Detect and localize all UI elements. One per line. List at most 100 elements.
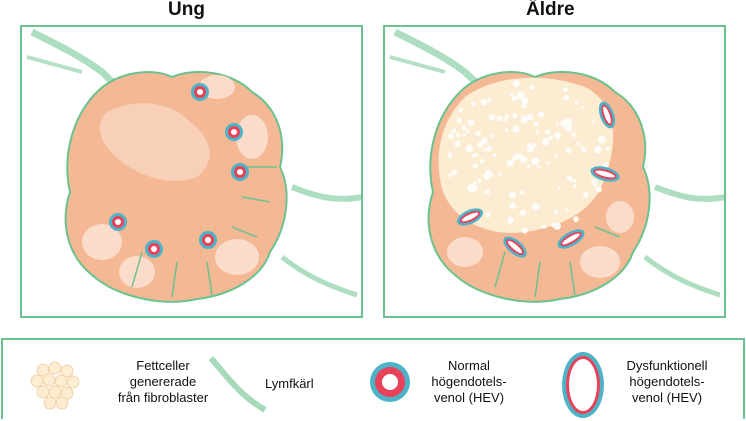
fat-cell-dot xyxy=(470,101,476,107)
legend-normal-hev-label: Normal högendotels- venol (HEV) xyxy=(431,358,507,405)
fat-cell-dot xyxy=(509,191,517,199)
fat-cell-dot xyxy=(545,129,550,135)
fat-cell-dot xyxy=(479,158,485,164)
fat-cell-dot xyxy=(507,217,514,224)
fat-cell-dot xyxy=(564,124,573,132)
fat-cell-dot xyxy=(511,95,518,102)
fat-cell-dot xyxy=(488,114,496,121)
old-hev-2 xyxy=(590,166,620,182)
fat-cell-dot xyxy=(472,163,478,169)
panel-young xyxy=(20,25,363,318)
fat-cell-dot xyxy=(485,211,491,218)
fat-cell-dot xyxy=(467,119,475,126)
fat-cell-dot xyxy=(573,216,579,223)
fat-cell-dot xyxy=(493,153,497,157)
fat-cell-dot xyxy=(574,100,579,105)
young-hev-6 xyxy=(199,231,217,249)
fat-cell-dot xyxy=(448,133,455,139)
fat-cell-dot xyxy=(542,137,550,145)
fat-cell-dot xyxy=(597,135,606,144)
fat-cell-dot xyxy=(519,155,528,164)
fat-cell-dot xyxy=(448,173,453,177)
old-lymph-node-illustration xyxy=(389,28,726,303)
fat-cell-dot xyxy=(481,137,488,145)
fat-cell-dot xyxy=(447,152,453,158)
fat-cell-dot xyxy=(509,93,514,97)
legend-icons xyxy=(30,352,604,418)
fat-cell-dot xyxy=(477,142,484,148)
title-young: Ung xyxy=(168,0,205,20)
fat-cell-dot xyxy=(546,161,550,165)
fat-cell-dot xyxy=(521,227,528,234)
fat-cell-dot xyxy=(455,132,461,138)
old-hev-4 xyxy=(503,236,527,258)
fat-cell-dot xyxy=(456,117,462,124)
fat-cell-dot xyxy=(557,186,561,190)
fat-cell-dot xyxy=(486,145,492,152)
normal-hev-icon xyxy=(370,362,410,402)
fat-cell-dot xyxy=(509,202,516,210)
fat-cell-dot xyxy=(554,132,561,139)
fat-cell-dot xyxy=(512,125,520,133)
fat-cell-dot xyxy=(512,113,518,118)
fat-cell-dot xyxy=(488,171,494,177)
fat-cell-dot xyxy=(554,154,558,158)
fat-cell-dot xyxy=(462,133,466,137)
fat-cell-dot xyxy=(454,140,461,147)
fat-cell-dot xyxy=(458,107,464,113)
fat-cell-dot xyxy=(466,129,470,133)
fat-cell-dot xyxy=(512,156,517,161)
young-hev-1 xyxy=(191,83,209,101)
fat-cell-dot xyxy=(521,102,527,109)
young-hev-5 xyxy=(145,240,163,258)
fat-cell-dot xyxy=(503,117,508,122)
fat-cell-dot xyxy=(497,172,502,176)
fat-cell-dot xyxy=(566,175,573,181)
legend-box: Fettceller genererade från fibroblaster … xyxy=(1,338,745,419)
fat-cell-dot xyxy=(565,208,569,212)
fat-cell-dot xyxy=(527,142,532,147)
fat-cell-dot xyxy=(484,147,488,152)
fat-cell-dot xyxy=(553,222,561,230)
fat-cell-dot xyxy=(532,143,537,147)
fat-cell-dot xyxy=(581,146,585,150)
fat-cell-dot xyxy=(526,114,533,121)
fat-cell-dot xyxy=(529,84,535,90)
young-lymph-node-illustration xyxy=(26,28,363,303)
fat-cell-dot xyxy=(532,203,540,211)
fat-cell-dot xyxy=(516,91,525,99)
fat-cell-dot xyxy=(605,146,610,151)
fat-cell-dot xyxy=(548,135,554,140)
legend-lymph-vessel-label: Lymfkärl xyxy=(265,376,314,391)
fat-cell-dot xyxy=(452,169,458,175)
fat-cell-dot xyxy=(504,128,509,132)
fat-cell-dot xyxy=(595,186,602,193)
fat-cell-dot xyxy=(451,128,457,133)
fat-cell-dot xyxy=(576,142,581,146)
fat-cell-dot xyxy=(465,144,474,153)
old-hev-3 xyxy=(456,208,484,226)
fat-cell-dot xyxy=(565,147,572,154)
fat-cell-dot xyxy=(582,191,589,198)
fat-cell-dot xyxy=(563,87,568,93)
fat-cell-dot xyxy=(476,131,481,137)
fat-cell-dot xyxy=(533,121,539,127)
fat-cell-dot xyxy=(592,181,598,187)
young-hev-3 xyxy=(231,163,249,181)
fat-cell-dot xyxy=(477,178,482,183)
legend-fat-cells-label: Fettceller genererade från fibroblaster xyxy=(117,358,209,405)
fat-cell-dot xyxy=(506,159,515,167)
fat-cell-dot xyxy=(581,105,585,109)
young-hev-2 xyxy=(225,123,243,141)
fat-cell-dot xyxy=(591,120,595,124)
fat-cell-dot xyxy=(563,94,570,101)
fat-cell-dot xyxy=(480,98,487,106)
fat-cell-dot xyxy=(531,157,540,166)
fat-cell-dot xyxy=(496,115,503,122)
fat-cell-dot xyxy=(512,79,520,87)
fat-cell-dot xyxy=(474,152,479,157)
fat-cell-dot xyxy=(594,145,602,154)
fat-cell-dot xyxy=(526,164,531,168)
fat-cell-dot xyxy=(535,129,540,134)
fat-cell-dot xyxy=(521,97,529,105)
